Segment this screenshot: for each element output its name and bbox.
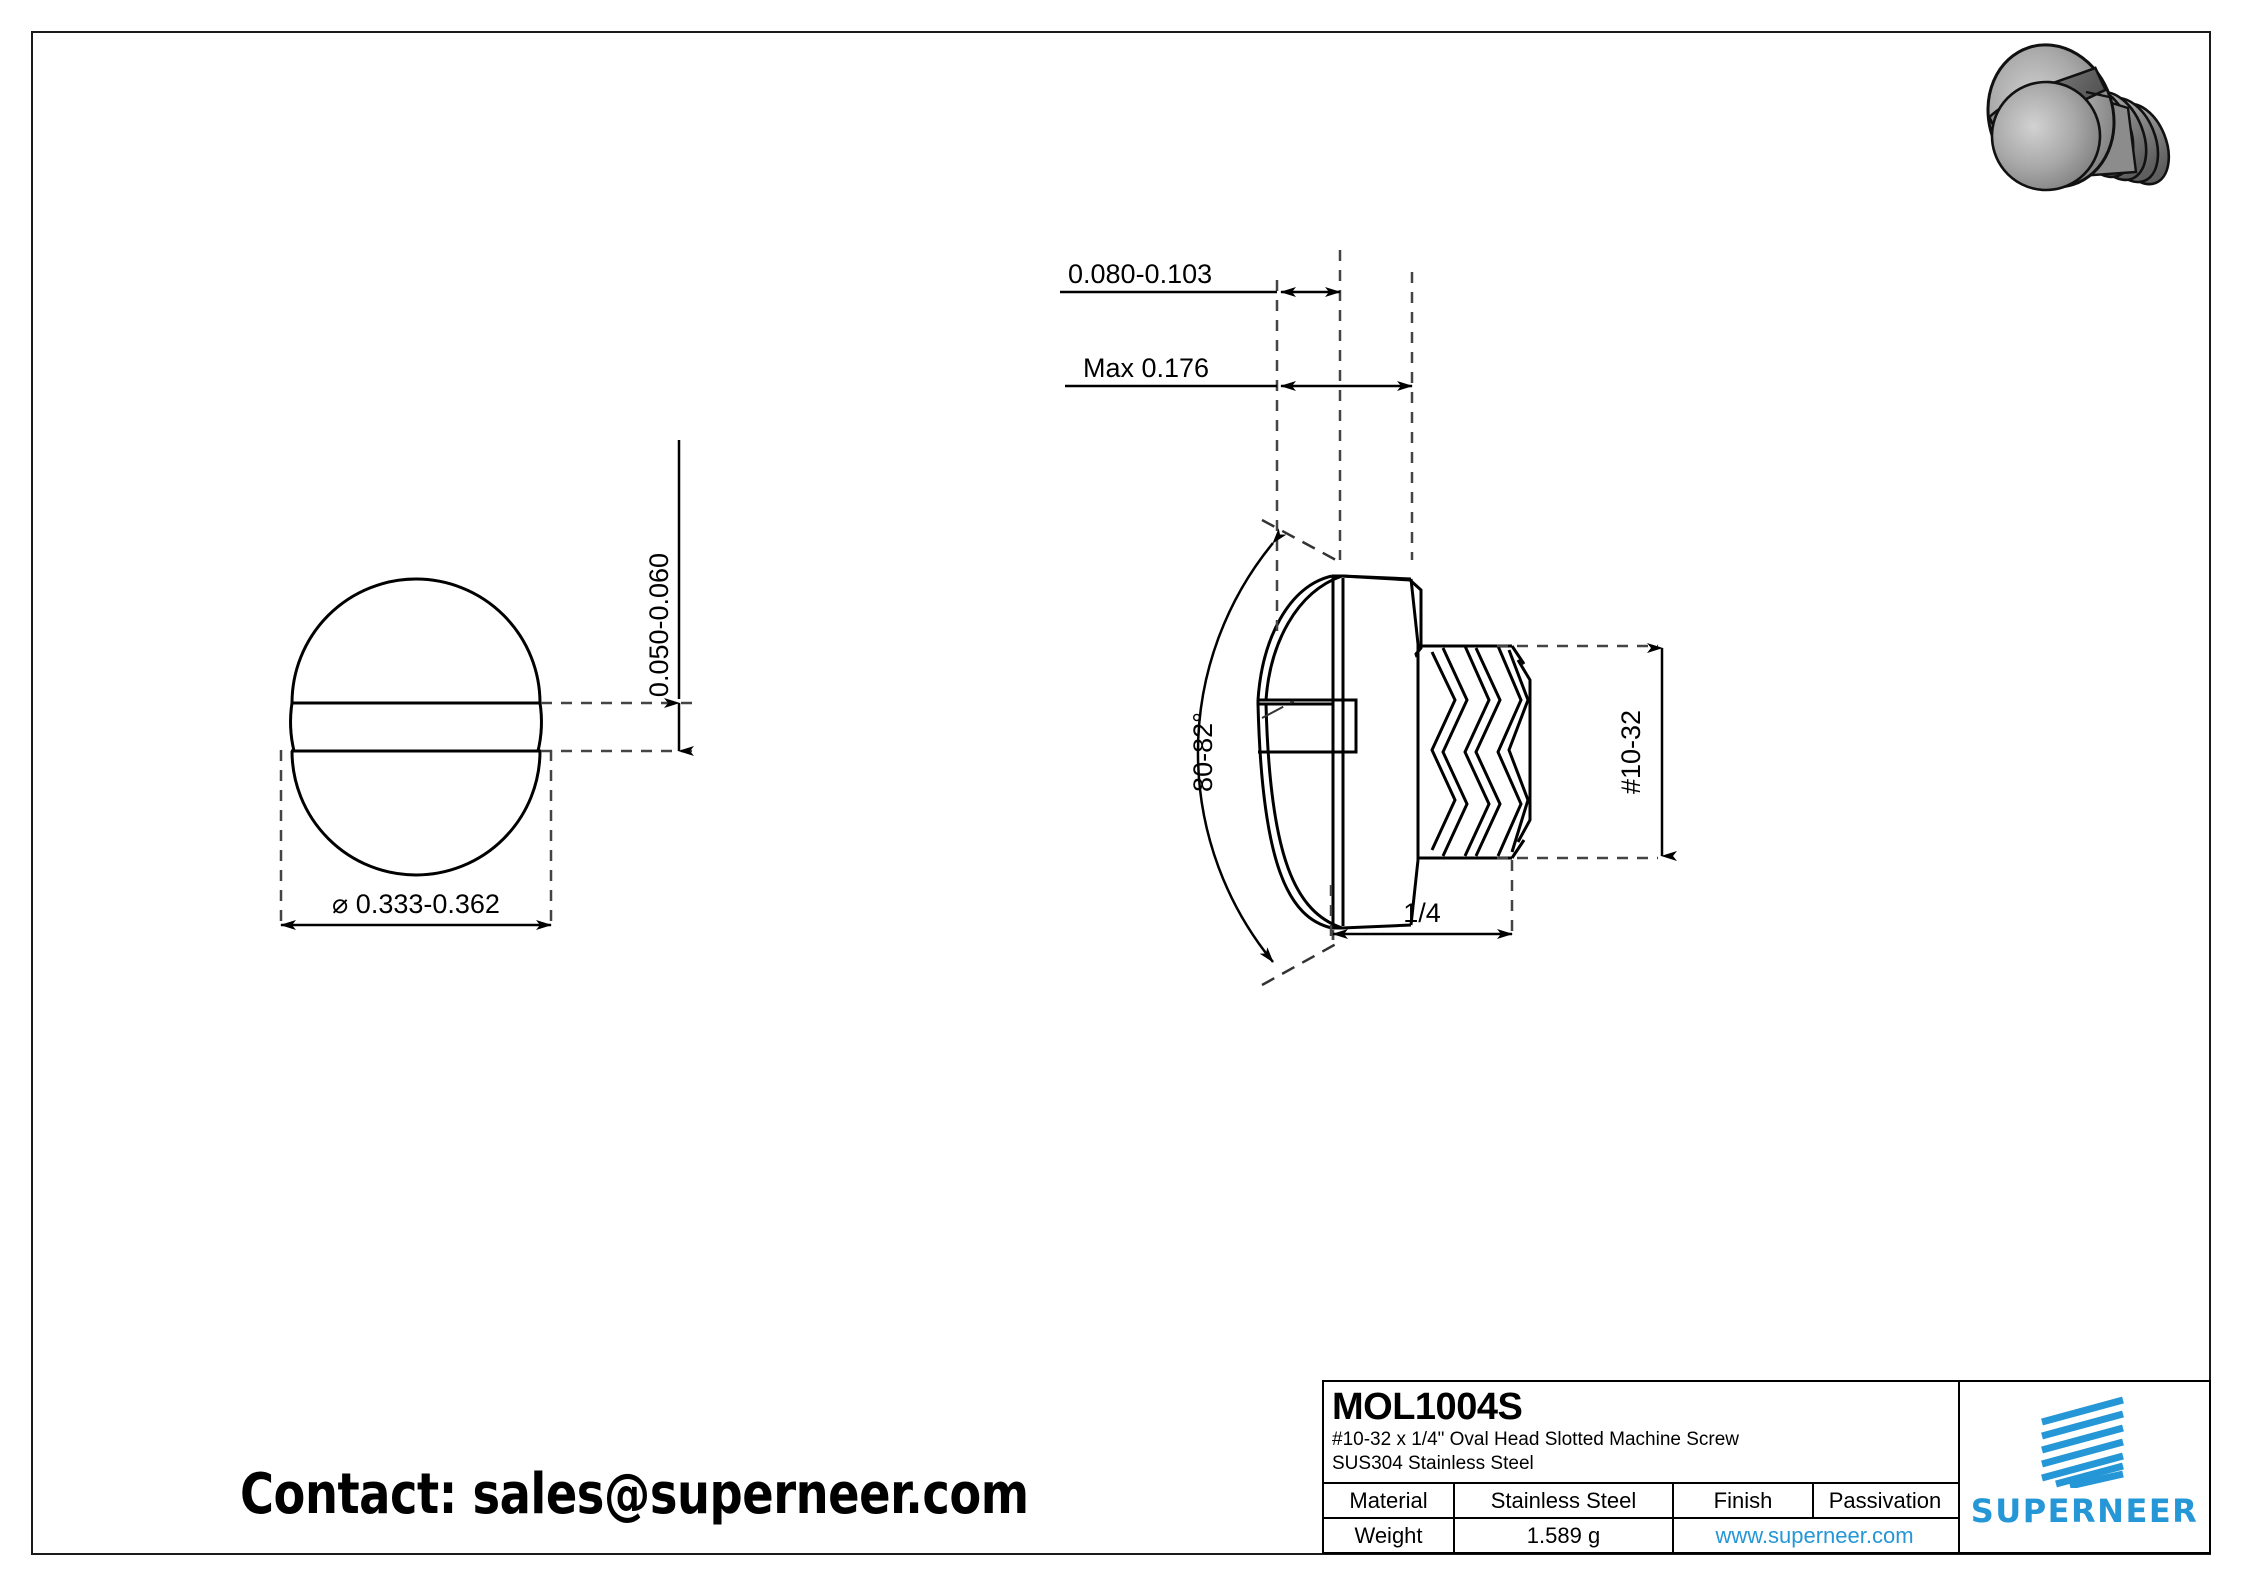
description-line-2: SUS304 Stainless Steel (1332, 1453, 1534, 1474)
material-value: Stainless Steel (1455, 1484, 1674, 1517)
screw-3d-render (1986, 43, 2171, 192)
finish-label: Finish (1674, 1484, 1814, 1517)
side-view-thread (1418, 644, 1532, 860)
table-row-material: Material Stainless Steel Finish Passivat… (1324, 1484, 1958, 1519)
title-block: MOL1004S #10-32 x 1/4" Oval Head Slotted… (1322, 1380, 2211, 1554)
title-block-brand: SUPERNEER (1960, 1382, 2209, 1552)
weight-label: Weight (1324, 1519, 1455, 1552)
finish-value: Passivation (1828, 1487, 1942, 1513)
superneer-wordmark: SUPERNEER (1970, 1492, 2199, 1530)
website-link[interactable]: www.superneer.com (1715, 1522, 1914, 1548)
dim-thread-spec-label: #10-32 (1616, 710, 1646, 794)
dim-head-height-label: Max 0.176 (1083, 353, 1209, 383)
dim-head-angle-label: 80-82° (1188, 712, 1218, 792)
description-line-1: #10-32 x 1/4" Oval Head Slotted Machine … (1332, 1429, 1740, 1450)
dim-slot-width-label: 0.080-0.103 (1068, 259, 1212, 289)
side-view-slot-band (1258, 698, 1358, 754)
superneer-logo-icon (2040, 1396, 2124, 1488)
dim-head-diameter-label: ⌀ 0.333-0.362 (332, 889, 500, 919)
dim-head-angle (1196, 518, 1337, 987)
material-label: Material (1324, 1484, 1455, 1517)
front-view-group (289, 577, 543, 877)
front-view-extension-lines (279, 701, 700, 930)
title-block-left: MOL1004S #10-32 x 1/4" Oval Head Slotted… (1324, 1382, 1960, 1552)
part-number: MOL1004S (1332, 1386, 1523, 1428)
table-row-weight: Weight 1.589 g www.superneer.com (1324, 1519, 1958, 1552)
drawing-frame-border (31, 31, 2211, 1555)
title-block-description: MOL1004S #10-32 x 1/4" Oval Head Slotted… (1324, 1382, 1958, 1484)
dim-shank-length-label: 1/4 (1403, 898, 1441, 928)
dim-slot-depth-label: 0.050-0.060 (644, 553, 674, 697)
weight-value: 1.589 g (1455, 1519, 1674, 1552)
contact-text: Contact: sales@superneer.com (240, 1462, 1029, 1527)
